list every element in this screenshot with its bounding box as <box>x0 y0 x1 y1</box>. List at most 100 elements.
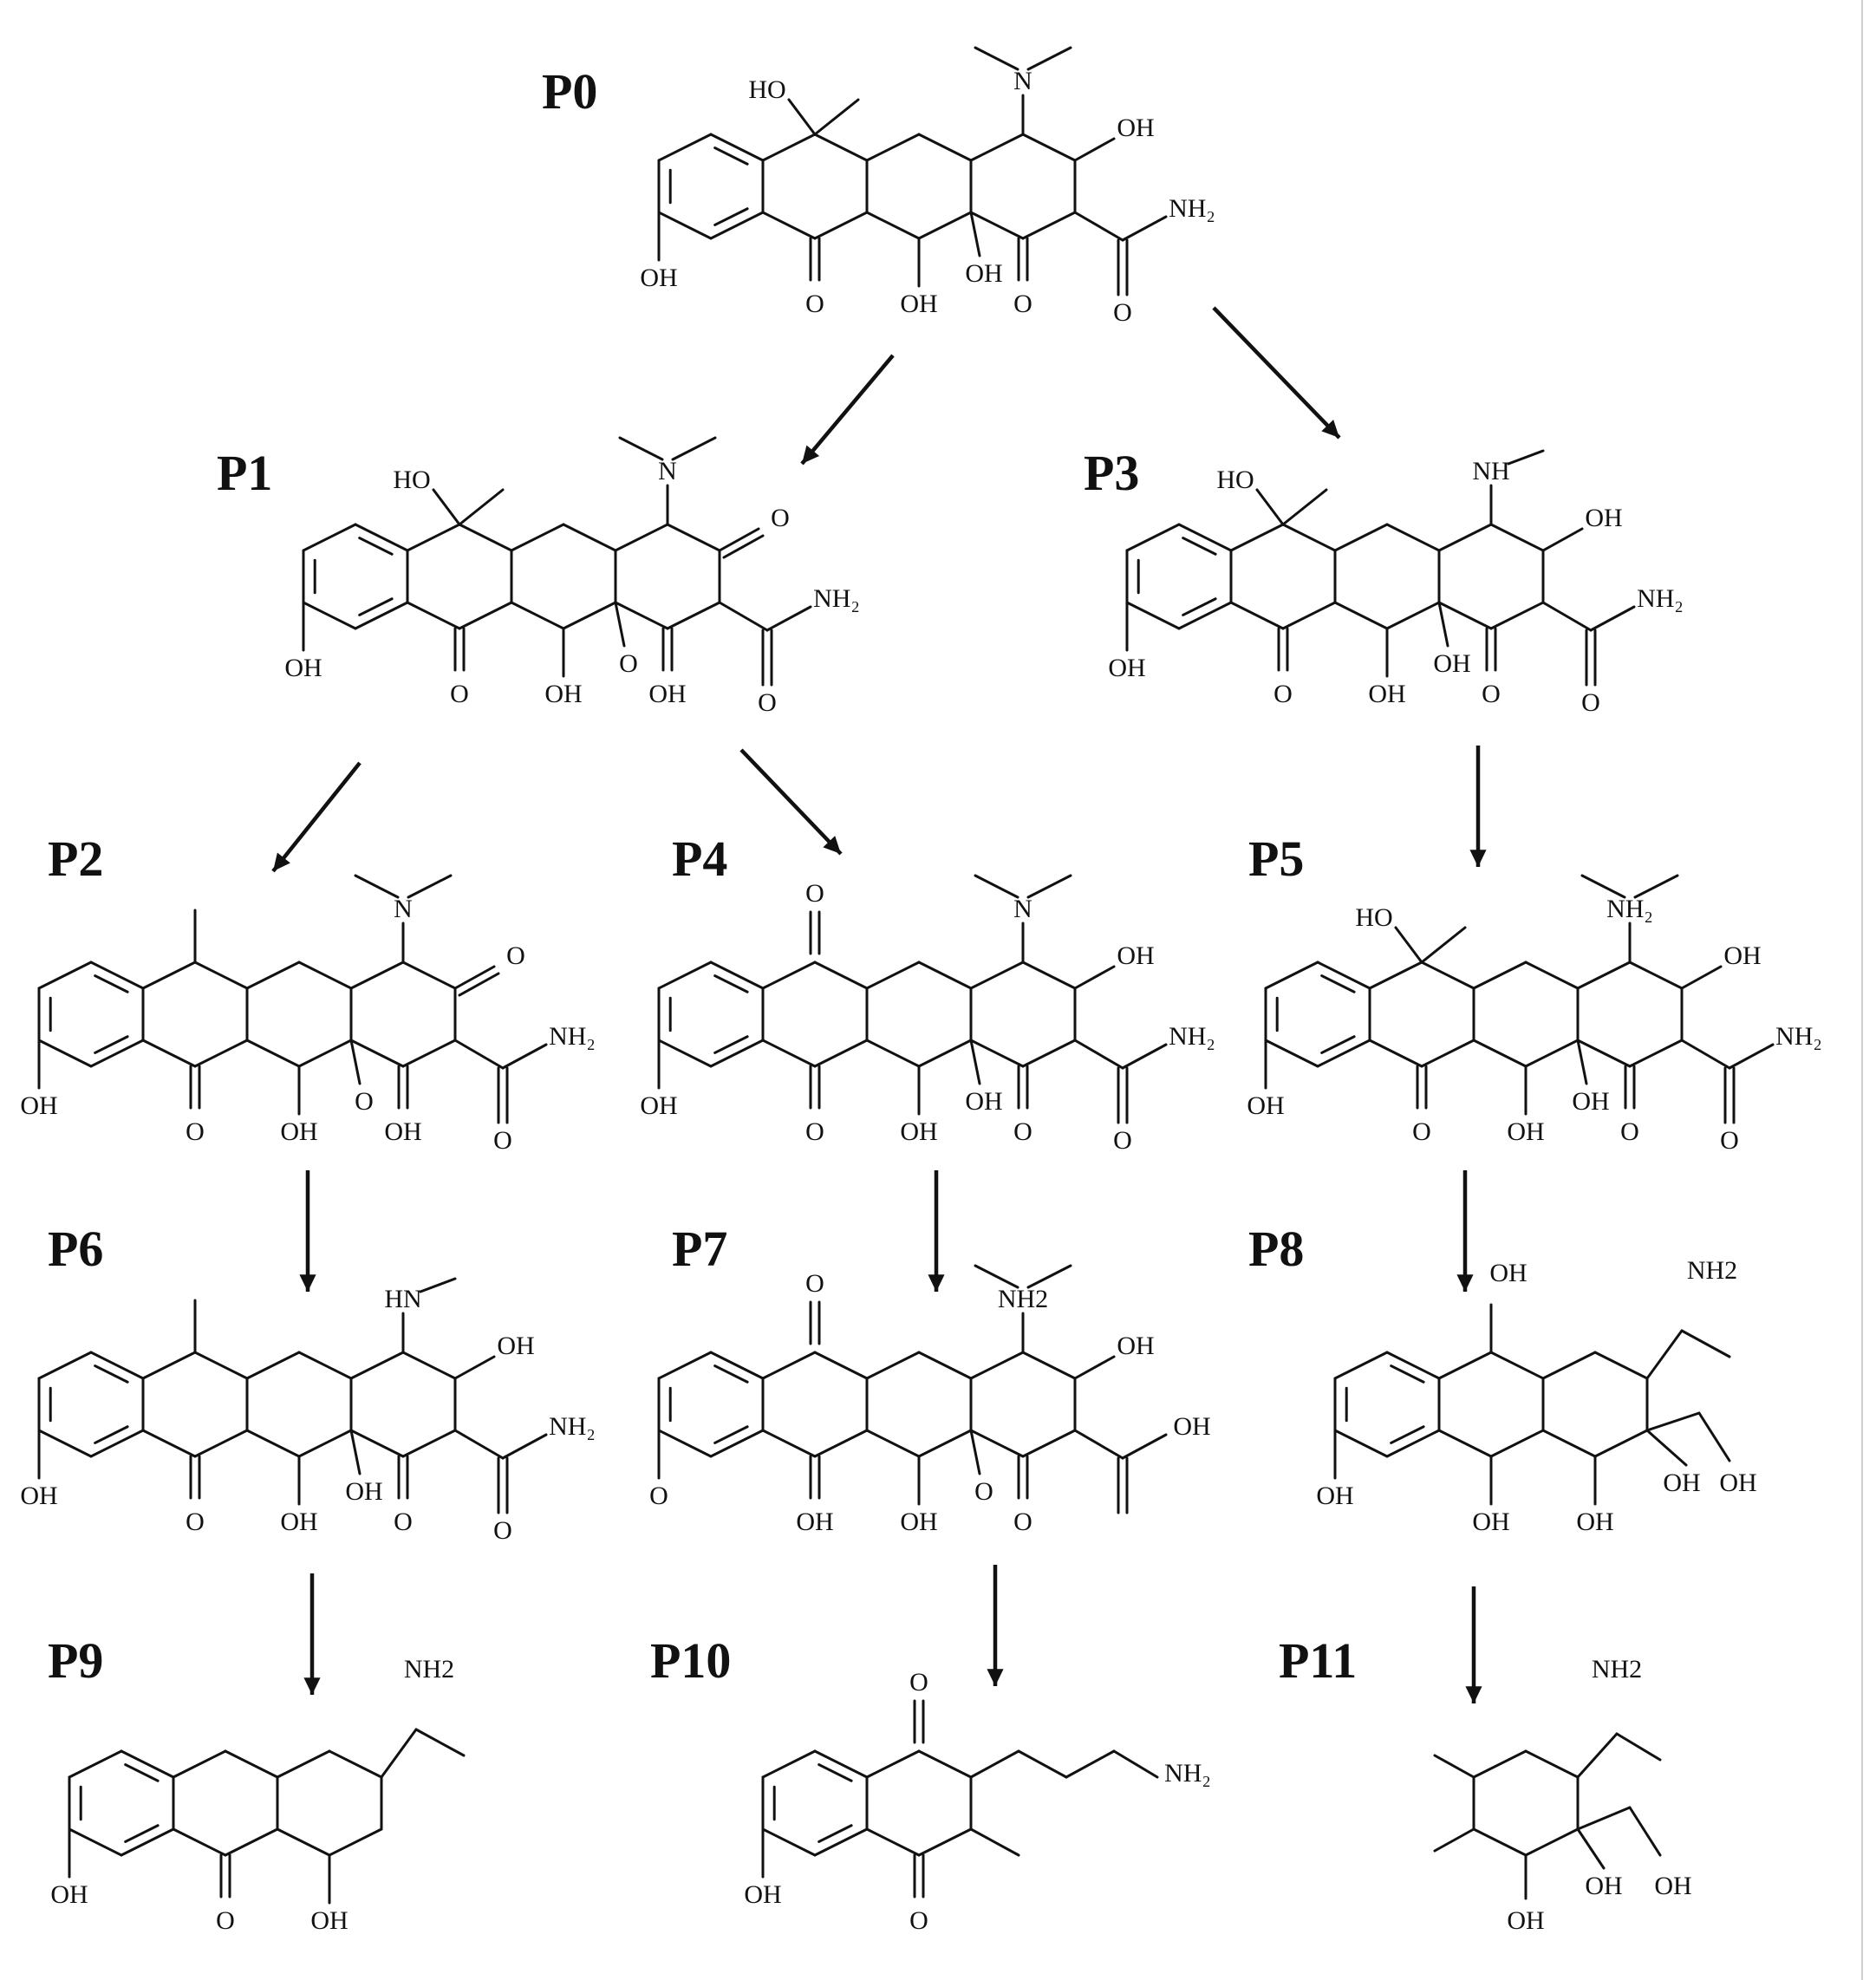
P6-ring-b-edge <box>141 1429 197 1458</box>
P9-ring-c-edge <box>328 1827 383 1857</box>
P6-ring-a-edge <box>37 1351 93 1380</box>
product-label-p8: P8 <box>1248 1221 1304 1277</box>
P9-ring-a-edge <box>120 1749 175 1779</box>
P7-ring-d-edge <box>1021 1351 1077 1380</box>
P5-ring-a-aromatic <box>1320 974 1356 993</box>
P0-nme-2 <box>1026 46 1072 71</box>
P0-c12a-oh <box>969 211 981 257</box>
P3-ring-d-edge <box>1437 523 1493 552</box>
P3-ring-b-edge <box>1229 523 1285 552</box>
P8-ring-a-edge <box>1333 1429 1389 1458</box>
P0-ring-b-edge <box>813 211 869 240</box>
P3-c1-label: O <box>1482 680 1501 708</box>
P8-ring-b-edge <box>1437 1351 1493 1380</box>
P5-ring-a-edge <box>1316 1039 1371 1068</box>
P4-ring-b-edge <box>813 961 869 990</box>
P3-c3-oh <box>1541 527 1584 552</box>
P0-amide-n <box>1121 215 1168 242</box>
P2-ring-d-edge <box>349 961 405 990</box>
P4-c4-label: N <box>1013 895 1032 923</box>
arrowhead-P4-to-P7 <box>928 1274 945 1292</box>
bond-layer <box>37 46 1775 1905</box>
P8-ring-a-aromatic <box>1390 1425 1425 1444</box>
P0-ring-c-edge <box>865 133 921 162</box>
P6-ring-c-edge <box>245 1351 301 1380</box>
P2-ring-d-edge <box>401 1039 457 1068</box>
P8-ring-b-edge <box>1437 1429 1493 1458</box>
P1-nme-2 <box>671 436 717 461</box>
P5-c6-ho: HO <box>1355 903 1392 932</box>
P1-ring-a-aromatic <box>358 597 394 616</box>
P4-c3-oh <box>1073 965 1116 990</box>
P5-amide-c <box>1680 1039 1731 1070</box>
P5-amide-n <box>1728 1043 1775 1070</box>
P7-ring-a-aromatic <box>713 1365 749 1384</box>
arrowhead-P3-to-P5 <box>1469 850 1487 867</box>
P3-ring-b-edge <box>1281 601 1337 630</box>
product-label-p3: P3 <box>1084 445 1139 501</box>
P8-c11-label: OH <box>1472 1508 1509 1536</box>
P8-oh-a <box>1645 1429 1688 1467</box>
P5-ring-b-edge <box>1420 1039 1475 1068</box>
P0-ring-d-edge <box>969 211 1025 240</box>
P1-ring-c-edge <box>562 523 617 552</box>
P2-ring-c-edge <box>297 1039 353 1068</box>
P5-ring-c-edge <box>1524 1039 1580 1068</box>
arrowhead-P0-to-P3 <box>1321 420 1339 438</box>
P3-ring-b-edge <box>1229 601 1285 630</box>
P3-nhme <box>1507 449 1545 466</box>
P3-ring-c-edge <box>1333 523 1389 552</box>
P0-c12-label: OH <box>900 290 937 318</box>
P9-oh1-label: OH <box>50 1880 88 1909</box>
P8-ch2 <box>1645 1411 1701 1432</box>
P7-ring-b-edge <box>761 1429 817 1458</box>
P1-ring-c-edge <box>510 523 565 552</box>
P1-ring-a-aromatic <box>358 537 394 556</box>
P11-ring-edge <box>1472 1827 1528 1857</box>
P10-ring-a-aromatic <box>817 1824 853 1843</box>
P6-c12-label: OH <box>280 1508 317 1536</box>
P4-ring-c-edge <box>917 961 973 990</box>
P2-ring-d-edge <box>401 961 457 990</box>
P2-ring-c-edge <box>245 1039 301 1068</box>
P8-side-me <box>1680 1329 1731 1358</box>
P8-ring-a-aromatic <box>1390 1365 1425 1384</box>
P4-ring-d-edge <box>1021 1039 1077 1068</box>
P2-ring-b-edge <box>141 961 197 990</box>
arrowhead-P7-to-P10 <box>987 1669 1004 1686</box>
P0-nme-1 <box>974 46 1019 71</box>
P4-nme-2 <box>1026 874 1072 899</box>
P3-c12a-label: OH <box>1433 649 1470 678</box>
P10-ring-a-aromatic <box>817 1763 853 1782</box>
P7-c3-label: OH <box>1117 1332 1154 1360</box>
P2-amide-nh2: NH₂ <box>549 1022 596 1051</box>
P2-ring-b-edge <box>141 1039 197 1068</box>
product-label-p10: P10 <box>650 1632 731 1689</box>
P10-ring-a-edge <box>813 1749 869 1779</box>
P0-c1-label: O <box>1013 290 1032 318</box>
arrow-P1-to-P2 <box>271 761 362 873</box>
P8-ring-c-edge <box>1593 1429 1649 1458</box>
P7-amide-nh2: OH <box>1173 1412 1210 1441</box>
P3-ring-d-edge <box>1489 523 1545 552</box>
P4-c12a-label: OH <box>965 1087 1002 1116</box>
product-label-p1: P1 <box>217 445 272 501</box>
P3-ring-a-aromatic <box>1182 597 1217 616</box>
P6-c12a-label: OH <box>345 1477 382 1506</box>
P2-c12a-label: O <box>355 1087 374 1116</box>
P5-ring-d-edge <box>1576 961 1632 990</box>
P8-ring-c-edge <box>1541 1429 1597 1458</box>
P6-c3-oh <box>453 1355 496 1380</box>
arrowhead-P6-to-P9 <box>303 1677 321 1695</box>
P5-c3-oh <box>1680 965 1723 990</box>
P4-ring-a-aromatic <box>713 974 749 993</box>
P1-c6-ho: HO <box>393 466 430 494</box>
P9-side <box>380 1728 418 1779</box>
P10-ring-b-edge <box>865 1827 921 1857</box>
P6-ring-b-edge <box>141 1351 197 1380</box>
P4-c1-label: O <box>1013 1117 1032 1146</box>
P3-ring-a-aromatic <box>1182 537 1217 556</box>
P3-amide-label: O <box>1581 688 1600 717</box>
P11-ch2oh <box>1628 1806 1662 1857</box>
P7-ring-d-edge <box>969 1429 1025 1458</box>
